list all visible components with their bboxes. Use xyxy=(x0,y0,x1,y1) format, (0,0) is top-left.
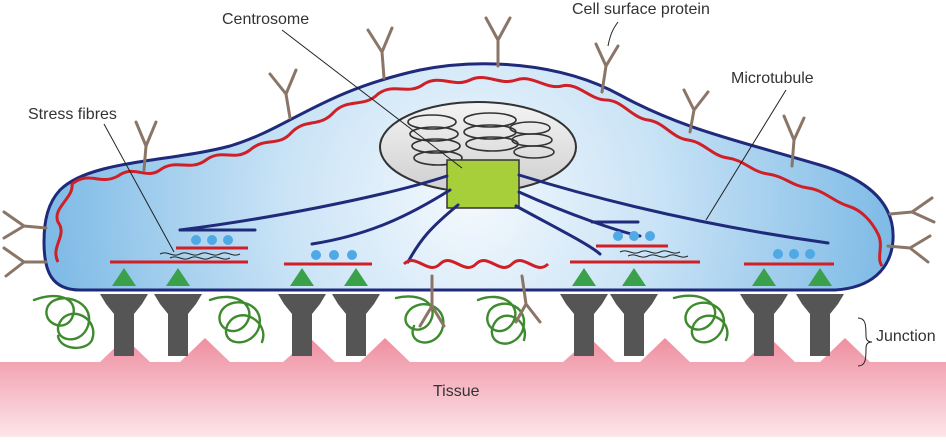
label-centrosome: Centrosome xyxy=(222,11,310,28)
vesicles xyxy=(191,231,815,260)
label-microtubule: Microtubule xyxy=(731,70,814,87)
tissue-surface xyxy=(0,338,946,437)
label-stress-fibres: Stress fibres xyxy=(28,106,117,123)
cortical-actin xyxy=(54,75,884,267)
cell-surface-proteins xyxy=(2,16,936,328)
adhesion-triangles xyxy=(112,268,832,286)
stress-fibres xyxy=(110,244,834,269)
junction-blocks xyxy=(100,294,844,356)
label-tissue: Tissue xyxy=(433,383,480,400)
centrosome-block xyxy=(446,159,520,209)
leader-lines xyxy=(103,21,873,367)
centrosome-complex xyxy=(379,101,577,209)
microtubules xyxy=(178,173,830,264)
centrosome-coils xyxy=(407,112,555,166)
tissue-layer xyxy=(0,338,946,437)
extracellular-matrix xyxy=(32,294,729,349)
label-junction: Junction xyxy=(876,328,936,345)
label-cell-surface-protein: Cell surface protein xyxy=(572,1,710,18)
